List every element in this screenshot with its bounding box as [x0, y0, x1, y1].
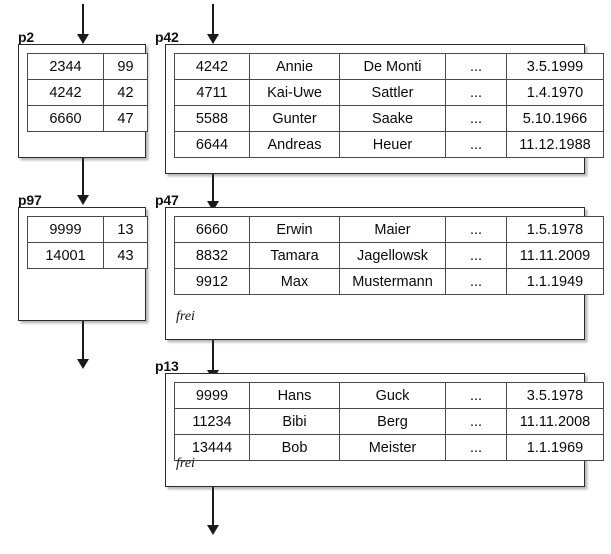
page-label-p47: p47 [155, 192, 179, 208]
table-row: 4711 Kai-Uwe Sattler ... 1.4.1970 [174, 79, 604, 106]
record-date-cell: 1.4.1970 [506, 79, 604, 106]
record-id-cell: 8832 [174, 242, 250, 269]
index-key-cell: 9999 [27, 216, 104, 243]
record-date-cell: 3.5.1978 [506, 382, 604, 409]
record-first-cell: Erwin [249, 216, 340, 243]
index-key-cell: 4242 [27, 79, 104, 106]
record-last-cell: De Monti [339, 53, 446, 80]
page-label-p42: p42 [155, 29, 179, 45]
record-date-cell: 1.1.1949 [506, 268, 604, 295]
index-key-cell: 6660 [27, 105, 104, 132]
free-space-label-p13: frei [176, 456, 195, 471]
table-row: 13444 Bob Meister ... 1.1.1969 [174, 434, 604, 461]
record-date-cell: 3.5.1999 [506, 53, 604, 80]
record-more-cell: ... [445, 408, 507, 435]
index-key-cell: 14001 [27, 242, 104, 269]
index-table-p2: 2344 99 4242 42 6660 47 [27, 53, 148, 132]
record-id-cell: 9999 [174, 382, 250, 409]
table-row: 6660 Erwin Maier ... 1.5.1978 [174, 216, 604, 243]
record-last-cell: Heuer [339, 131, 446, 158]
record-more-cell: ... [445, 105, 507, 132]
index-pointer-cell: 13 [103, 216, 148, 243]
table-row: 14001 43 [27, 242, 148, 269]
record-last-cell: Sattler [339, 79, 446, 106]
index-pointer-cell: 47 [103, 105, 148, 132]
record-date-cell: 1.1.1969 [506, 434, 604, 461]
page-label-p97: p97 [18, 192, 42, 208]
record-more-cell: ... [445, 434, 507, 461]
record-more-cell: ... [445, 131, 507, 158]
record-last-cell: Maier [339, 216, 446, 243]
record-more-cell: ... [445, 268, 507, 295]
data-table-p47: 6660 Erwin Maier ... 1.5.1978 8832 Tamar… [174, 216, 604, 295]
record-date-cell: 1.5.1978 [506, 216, 604, 243]
record-first-cell: Andreas [249, 131, 340, 158]
record-date-cell: 11.12.1988 [506, 131, 604, 158]
record-id-cell: 13444 [174, 434, 250, 461]
index-key-cell: 2344 [27, 53, 104, 80]
record-first-cell: Bob [249, 434, 340, 461]
table-row: 6660 47 [27, 105, 148, 132]
index-pointer-cell: 42 [103, 79, 148, 106]
table-row: 8832 Tamara Jagellowsk ... 11.11.2009 [174, 242, 604, 269]
record-last-cell: Berg [339, 408, 446, 435]
table-row: 11234 Bibi Berg ... 11.11.2008 [174, 408, 604, 435]
table-row: 2344 99 [27, 53, 148, 80]
record-first-cell: Annie [249, 53, 340, 80]
record-id-cell: 4711 [174, 79, 250, 106]
record-more-cell: ... [445, 216, 507, 243]
table-row: 9999 13 [27, 216, 148, 243]
record-last-cell: Saake [339, 105, 446, 132]
record-id-cell: 11234 [174, 408, 250, 435]
record-more-cell: ... [445, 79, 507, 106]
page-label-p13: p13 [155, 358, 179, 374]
record-more-cell: ... [445, 382, 507, 409]
data-table-p13: 9999 Hans Guck ... 3.5.1978 11234 Bibi B… [174, 382, 604, 461]
page-label-p2: p2 [18, 29, 34, 45]
record-last-cell: Jagellowsk [339, 242, 446, 269]
index-table-p97: 9999 13 14001 43 [27, 216, 148, 269]
record-id-cell: 9912 [174, 268, 250, 295]
record-id-cell: 5588 [174, 105, 250, 132]
record-first-cell: Max [249, 268, 340, 295]
record-date-cell: 11.11.2008 [506, 408, 604, 435]
record-last-cell: Guck [339, 382, 446, 409]
record-id-cell: 6660 [174, 216, 250, 243]
record-date-cell: 5.10.1966 [506, 105, 604, 132]
table-row: 9912 Max Mustermann ... 1.1.1949 [174, 268, 604, 295]
record-id-cell: 6644 [174, 131, 250, 158]
index-pointer-cell: 43 [103, 242, 148, 269]
record-first-cell: Tamara [249, 242, 340, 269]
record-more-cell: ... [445, 242, 507, 269]
record-last-cell: Meister [339, 434, 446, 461]
record-date-cell: 11.11.2009 [506, 242, 604, 269]
record-first-cell: Kai-Uwe [249, 79, 340, 106]
index-pointer-cell: 99 [103, 53, 148, 80]
record-last-cell: Mustermann [339, 268, 446, 295]
record-id-cell: 4242 [174, 53, 250, 80]
record-first-cell: Hans [249, 382, 340, 409]
record-first-cell: Bibi [249, 408, 340, 435]
table-row: 9999 Hans Guck ... 3.5.1978 [174, 382, 604, 409]
record-more-cell: ... [445, 53, 507, 80]
table-row: 6644 Andreas Heuer ... 11.12.1988 [174, 131, 604, 158]
table-row: 4242 42 [27, 79, 148, 106]
free-space-label-p47: frei [176, 309, 195, 324]
table-row: 4242 Annie De Monti ... 3.5.1999 [174, 53, 604, 80]
record-first-cell: Gunter [249, 105, 340, 132]
table-row: 5588 Gunter Saake ... 5.10.1966 [174, 105, 604, 132]
data-table-p42: 4242 Annie De Monti ... 3.5.1999 4711 Ka… [174, 53, 604, 158]
